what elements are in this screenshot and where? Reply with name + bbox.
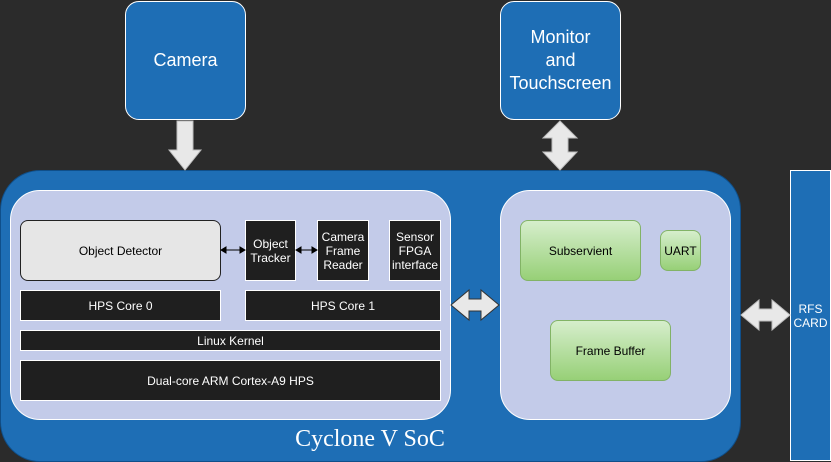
camera-to-soc-arrow (167, 120, 203, 171)
frame-buffer-box: Frame Buffer (550, 320, 671, 381)
arm-cortex-hps-box: Dual-core ARM Cortex-A9 HPS (20, 360, 441, 401)
monitor-soc-arrow (541, 120, 579, 171)
detector-tracker-arrow (220, 246, 246, 254)
camera-label: Camera (153, 50, 218, 70)
sensor-fpga-interface-box: Sensor FPGA interface (389, 220, 441, 281)
subservient-box: Subservient (520, 220, 641, 281)
monitor-label: Monitor and Touchscreen (509, 27, 612, 93)
rfs-card-box: RFS CARD (790, 170, 831, 461)
hps-core-1-box: HPS Core 1 (245, 290, 441, 321)
tracker-reader-arrow (295, 246, 318, 254)
linux-kernel-box: Linux Kernel (20, 330, 441, 351)
camera-box: Camera (125, 1, 246, 120)
object-tracker-box: Object Tracker (245, 220, 296, 281)
monitor-touchscreen-box: Monitor and Touchscreen (500, 1, 621, 120)
uart-box: UART (660, 230, 701, 271)
soc-rfs-arrow (740, 298, 791, 332)
camera-frame-reader-box: Camera Frame Reader (317, 220, 369, 281)
object-detector-box: Object Detector (20, 220, 221, 281)
hps-fpga-arrow (450, 288, 500, 322)
soc-label: Cyclone V SoC (295, 426, 445, 452)
hps-core-0-box: HPS Core 0 (20, 290, 221, 321)
